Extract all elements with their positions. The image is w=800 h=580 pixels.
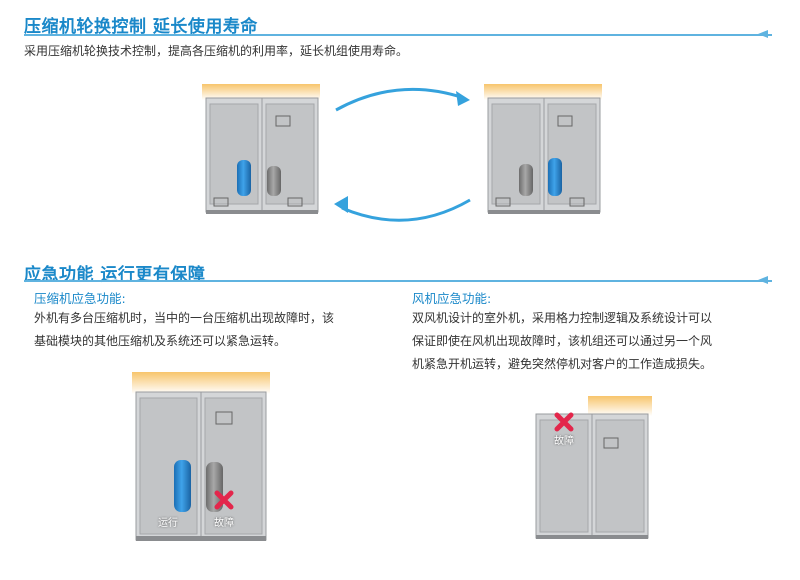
section1-description: 采用压缩机轮换技术控制，提高各压缩机的利用率，延长机组使用寿命。 — [24, 44, 409, 58]
compressor-emergency-text: 外机有多台压缩机时，当中的一台压缩机出现故障时，该 基础模块的其他压缩机及系统还… — [34, 307, 394, 353]
compressor-emergency-subheading: 压缩机应急功能: — [34, 291, 126, 306]
outdoor-unit-left-drawing — [202, 84, 320, 214]
fan-emergency-subheading: 风机应急功能: — [412, 291, 492, 306]
fault-label: 故障 — [214, 518, 234, 529]
fan-emergency-line: 保证即使在风机出现故障时，该机组还可以通过另一个风 — [412, 334, 713, 348]
fan-emergency-line: 机紧急开机运转，避免突然停机对客户的工作造成损失。 — [412, 357, 713, 371]
running-label: 运行 — [158, 518, 178, 529]
fan-fault-label: 故障 — [554, 436, 574, 447]
cycle-arrows-icon — [328, 84, 478, 224]
red-cross-icon — [214, 490, 234, 510]
compressor-emergency-line: 外机有多台压缩机时，当中的一台压缩机出现故障时，该 — [34, 311, 335, 325]
section2-rule — [24, 280, 772, 282]
section1-heading: 压缩机轮换控制 延长使用寿命 — [24, 17, 258, 37]
section1-rule-cap — [758, 30, 768, 38]
outdoor-unit-fan-fault: 故障 — [528, 394, 654, 540]
outdoor-unit-compressor-fault: 运行 故障 — [128, 372, 274, 542]
compressor-emergency-line: 基础模块的其他压缩机及系统还可以紧急运转。 — [34, 334, 287, 348]
outdoor-unit-right — [478, 82, 608, 214]
outdoor-unit-left — [196, 82, 326, 214]
outdoor-unit-fan-fault-drawing — [535, 396, 652, 539]
red-cross-icon — [554, 412, 574, 432]
outdoor-unit-compressor-fault-drawing — [132, 372, 270, 541]
outdoor-unit-right-drawing — [484, 84, 602, 214]
fan-emergency-line: 双风机设计的室外机，采用格力控制逻辑及系统设计可以 — [412, 311, 713, 325]
fan-emergency-text: 双风机设计的室外机，采用格力控制逻辑及系统设计可以 保证即使在风机出现故障时，该… — [412, 307, 782, 376]
section2-rule-cap — [758, 276, 768, 284]
section1-rule — [24, 34, 772, 36]
